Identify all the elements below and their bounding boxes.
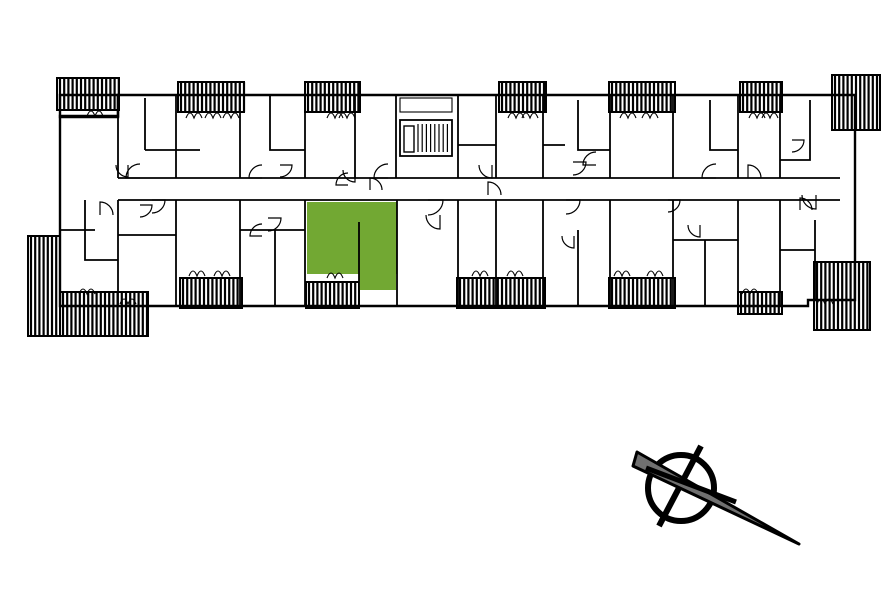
- door-swings: [99, 139, 817, 249]
- door-swing: [687, 224, 701, 238]
- window-mark: [204, 112, 222, 120]
- balcony-hatch: [305, 281, 360, 309]
- window-marks: [78, 110, 834, 306]
- highlighted-room-side: [359, 222, 396, 290]
- window-mark: [761, 112, 779, 120]
- door-swing: [667, 199, 681, 213]
- door-swing: [791, 139, 805, 153]
- highlighted-apartment: [307, 202, 397, 290]
- window-mark: [619, 112, 637, 120]
- balcony-hatch: [813, 261, 871, 331]
- balcony-hatch: [177, 81, 246, 113]
- window-mark: [222, 112, 240, 120]
- door-swing: [572, 161, 587, 176]
- window-mark: [86, 110, 104, 118]
- door-swing: [369, 177, 383, 191]
- door-swing: [248, 164, 263, 179]
- door-swing: [747, 164, 762, 179]
- north-arrow-icon: [631, 444, 801, 546]
- balcony-hatch: [737, 291, 783, 315]
- window-mark: [646, 270, 664, 278]
- door-swing: [249, 223, 263, 237]
- door-swing: [373, 163, 389, 179]
- door-swing: [279, 164, 293, 178]
- window-mark: [188, 270, 206, 278]
- door-swing: [565, 199, 581, 215]
- window-mark: [506, 270, 524, 278]
- door-swing: [139, 204, 153, 218]
- staircase: [399, 97, 453, 157]
- compass: [631, 444, 801, 546]
- window-mark: [816, 298, 834, 306]
- door-swing: [487, 181, 502, 196]
- window-mark: [613, 270, 631, 278]
- door-swing: [267, 217, 282, 232]
- window-mark: [641, 112, 659, 120]
- door-swing: [115, 164, 129, 178]
- window-mark: [507, 112, 525, 120]
- balcony-hatch: [456, 277, 546, 309]
- balcony-hatch: [179, 277, 243, 309]
- interior-walls-top: [117, 95, 811, 178]
- interior-walls-bottom: [60, 200, 816, 306]
- window-mark: [338, 112, 356, 120]
- balcony-hatch: [27, 235, 61, 337]
- balcony-hatch: [59, 291, 149, 337]
- window-mark: [119, 298, 137, 306]
- balcony-hatch: [608, 81, 676, 113]
- door-swing: [335, 172, 349, 186]
- door-swing: [582, 151, 597, 166]
- door-swing: [701, 163, 717, 179]
- door-swing: [427, 199, 444, 216]
- door-swing: [425, 214, 441, 230]
- window-mark: [185, 112, 203, 120]
- balcony-hatch: [304, 81, 361, 113]
- balcony-hatch: [608, 277, 676, 309]
- door-swing: [561, 235, 575, 249]
- balcony-hatch: [498, 81, 547, 113]
- balconies: [27, 74, 881, 337]
- window-mark: [521, 112, 539, 120]
- window-mark: [326, 272, 344, 280]
- window-mark: [471, 270, 489, 278]
- door-swing: [342, 169, 356, 183]
- window-mark: [78, 288, 96, 296]
- door-swing: [125, 163, 141, 179]
- door-swing: [151, 199, 166, 214]
- door-swing: [801, 194, 817, 210]
- door-swing: [799, 197, 813, 211]
- door-swing: [478, 164, 493, 179]
- corridor: [118, 177, 840, 201]
- window-mark: [741, 288, 759, 296]
- window-mark: [213, 270, 231, 278]
- balcony-hatch: [739, 81, 783, 113]
- door-swing: [99, 201, 114, 216]
- window-mark: [748, 112, 766, 120]
